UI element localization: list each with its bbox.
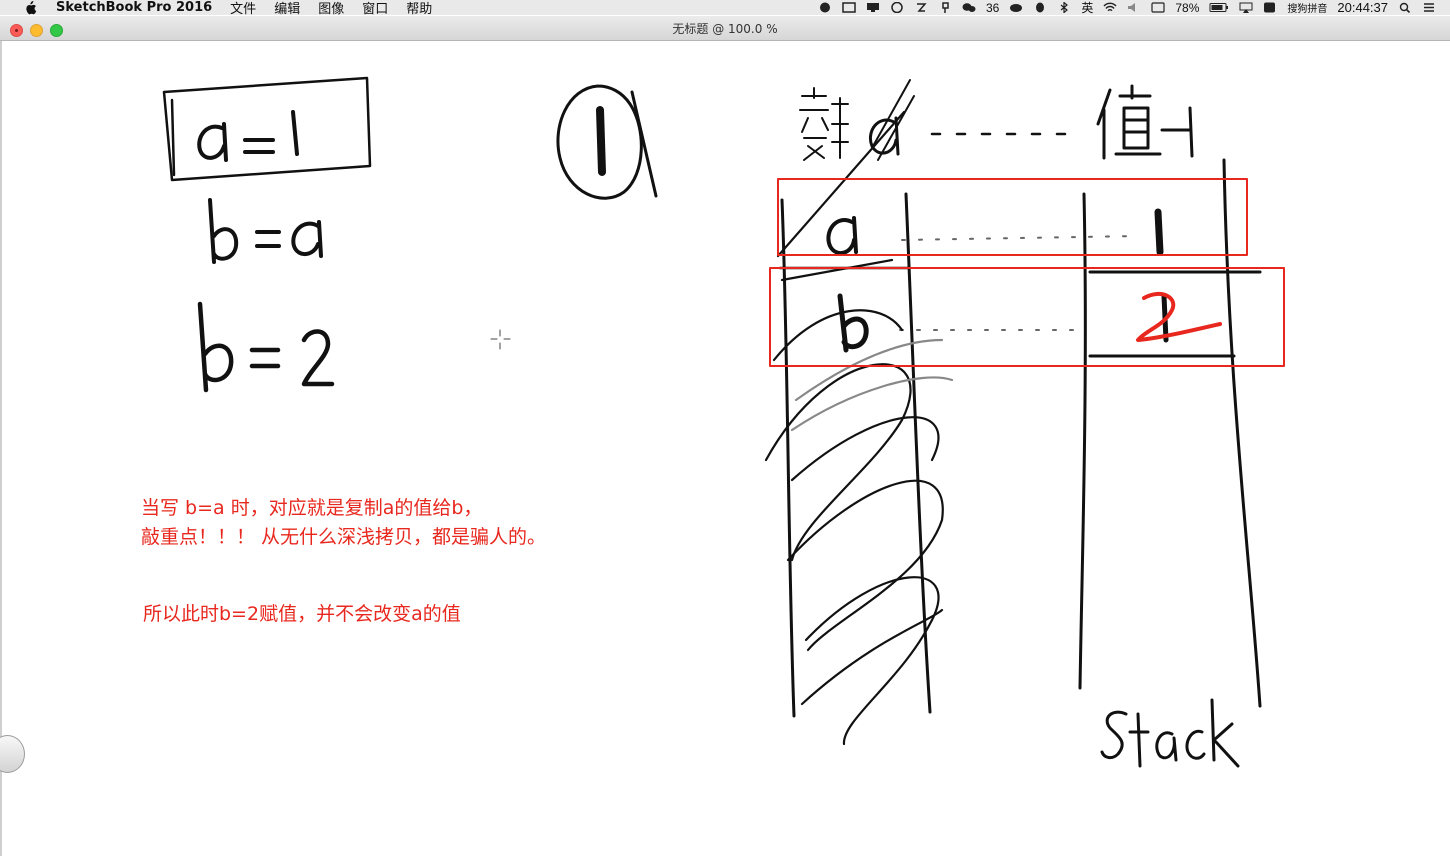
sketch-layer	[162, 76, 1285, 768]
highlight-box-row-a	[777, 178, 1248, 256]
handwritten-b-equals-2	[197, 301, 335, 393]
handwritten-scribble	[764, 110, 954, 746]
battery-icon[interactable]	[1209, 2, 1229, 13]
emoji-icon[interactable]	[890, 2, 904, 13]
apple-menu-icon[interactable]	[22, 0, 38, 15]
highlight-boxes	[769, 178, 1285, 367]
spotlight-search-icon[interactable]	[1398, 2, 1412, 13]
handwritten-b-equals-a	[208, 198, 323, 264]
app-name-menu[interactable]: SketchBook Pro 2016	[56, 0, 213, 15]
handwritten-row-b	[837, 293, 1169, 353]
menu-edit[interactable]: 编辑	[274, 2, 301, 15]
highlight-box-row-b	[769, 267, 1285, 367]
keyboard-icon[interactable]	[1151, 2, 1165, 13]
window-titlebar: 无标题 @ 100.0 %	[0, 16, 1450, 41]
menu-bar: SketchBook Pro 2016 文件 编辑 图像 窗口 帮助 36 英 …	[0, 0, 1450, 15]
window-minimize-button[interactable]	[30, 24, 43, 37]
handwritten-a-equals-1-box	[162, 76, 372, 182]
drawing-canvas[interactable]: 当写 b=a 时，对应就是复制a的值给b， 敲重点！！！ 从无什么深浅拷贝，都是…	[0, 41, 1450, 856]
wifi-icon[interactable]	[1103, 2, 1117, 13]
qq-penguin-icon[interactable]	[1033, 2, 1047, 13]
pin-icon[interactable]	[938, 2, 952, 13]
window-zoom-button[interactable]	[50, 24, 63, 37]
note-line-2: 敲重点！！！ 从无什么深浅拷贝，都是骗人的。	[141, 526, 547, 548]
clock[interactable]: 20:44:37	[1337, 0, 1388, 15]
menu-help[interactable]: 帮助	[406, 2, 433, 15]
input-method-name[interactable]: 搜狗拼音	[1287, 4, 1328, 15]
handwritten-stack-columns	[778, 158, 1262, 718]
crosshair-cursor-icon	[490, 329, 511, 350]
handwritten-a-equals-1	[197, 110, 299, 162]
status-area: 36 英 78% 搜狗拼音 20:44:37	[818, 0, 1436, 15]
handwritten-stack-label	[1100, 698, 1240, 768]
window-title: 无标题 @ 100.0 %	[672, 22, 778, 36]
app-status-icon[interactable]	[818, 2, 832, 13]
menu-file[interactable]: 文件	[230, 2, 257, 15]
note-line-1: 当写 b=a 时，对应就是复制a的值给b，	[141, 497, 483, 519]
handwritten-header-variable-value	[799, 79, 1194, 161]
screen-record-icon[interactable]	[842, 2, 856, 13]
script-icon[interactable]	[914, 2, 928, 13]
cloud-icon[interactable]	[1009, 2, 1023, 13]
airplay-icon[interactable]	[1239, 2, 1253, 13]
dotted-links	[899, 235, 1139, 331]
notification-count: 36	[985, 0, 1000, 15]
window-close-button[interactable]	[10, 24, 23, 37]
menu-window[interactable]: 窗口	[362, 2, 389, 15]
notification-center-icon[interactable]	[1422, 2, 1436, 13]
menu-image[interactable]: 图像	[318, 2, 345, 15]
volume-icon[interactable]	[1127, 2, 1141, 13]
red-overstrike	[1136, 291, 1222, 342]
wechat-icon[interactable]	[962, 2, 976, 13]
handwritten-circled-1	[556, 84, 658, 200]
battery-percent: 78%	[1175, 0, 1200, 15]
bluetooth-icon[interactable]	[1057, 2, 1071, 13]
handwritten-row-a	[826, 208, 1164, 256]
sogou-icon[interactable]	[1263, 2, 1277, 13]
input-method-indicator[interactable]: 英	[1081, 1, 1094, 15]
note-line-3: 所以此时b=2赋值，并不会改变a的值	[143, 603, 461, 625]
display-icon[interactable]	[866, 2, 880, 13]
